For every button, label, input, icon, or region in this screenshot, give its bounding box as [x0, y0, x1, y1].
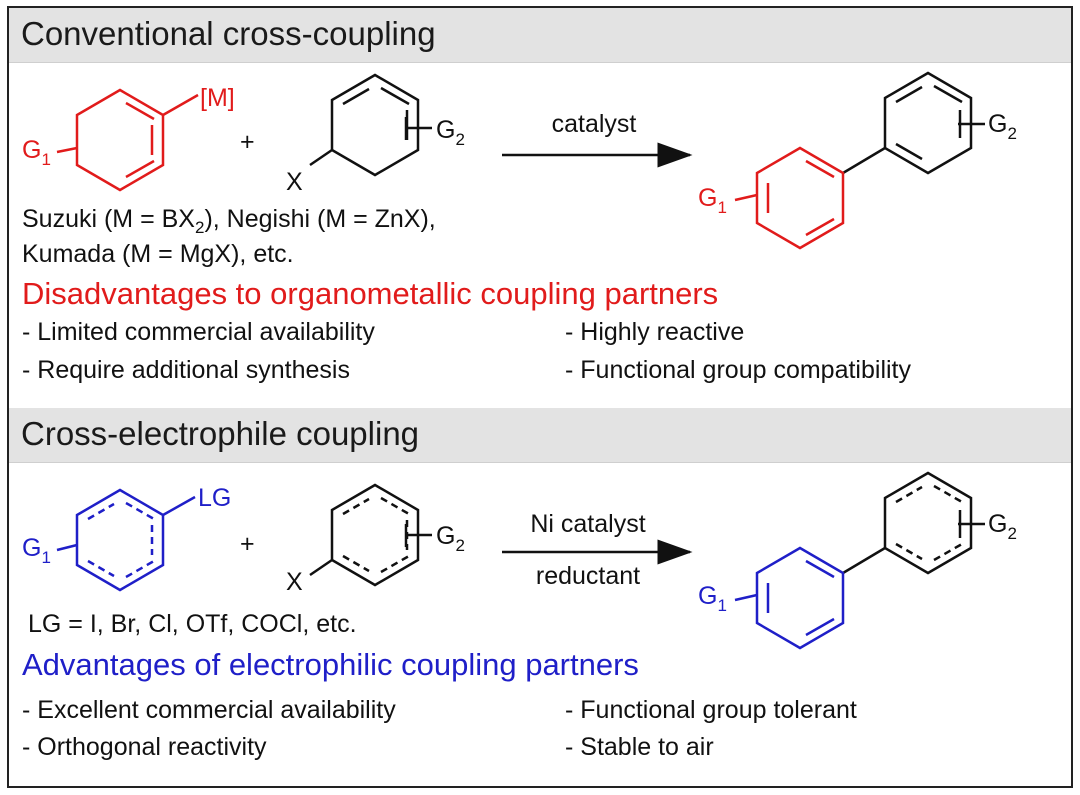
- x-bond: [309, 148, 333, 167]
- section-header-cross-electrophile: Cross-electrophile coupling: [9, 408, 1071, 463]
- product-g1-label: G1: [698, 184, 727, 217]
- aryl-halide-partner-2: [309, 483, 432, 587]
- lg-label: LG: [198, 484, 231, 512]
- g1-label: G1: [22, 136, 51, 169]
- aryl-metal-reagent: [56, 88, 199, 192]
- lg-bond: [162, 495, 196, 517]
- product-g2-label: G2: [988, 110, 1017, 143]
- g1-label-2: G1: [22, 534, 51, 567]
- plus-sign-2: +: [240, 530, 255, 558]
- product-g2-label-2: G2: [988, 510, 1017, 543]
- arrow-label-reductant: reductant: [536, 562, 640, 590]
- disadvantages-heading: Disadvantages to organometallic coupling…: [22, 276, 719, 311]
- metal-bond: [162, 93, 199, 117]
- metal-label: [M]: [200, 84, 235, 112]
- g2-label-2: G2: [436, 522, 465, 555]
- disadvantage-item: - Functional group compatibility: [565, 356, 911, 384]
- section-title-cross-electrophile: Cross-electrophile coupling: [21, 415, 420, 452]
- examples-line-2: Kumada (M = MgX), etc.: [22, 240, 294, 268]
- g1-bond-2: [56, 543, 78, 552]
- figure-frame: [7, 6, 1073, 788]
- g1-bond: [56, 146, 78, 154]
- biaryl-product-cross-electrophile: [734, 471, 985, 650]
- examples-line-1: Suzuki (M = BX2), Negishi (M = ZnX),: [22, 205, 436, 237]
- disadvantage-item: - Require additional synthesis: [22, 356, 350, 384]
- disadvantage-item: - Limited commercial availability: [22, 318, 375, 346]
- advantage-item: - Functional group tolerant: [565, 696, 857, 724]
- product-g1-label-2: G1: [698, 582, 727, 615]
- biaryl-product-conventional: [734, 71, 985, 250]
- lg-examples-line: LG = I, Br, Cl, OTf, COCl, etc.: [28, 610, 357, 638]
- section-header-conventional: Conventional cross-coupling: [9, 8, 1071, 63]
- aryl-electrophile-reagent: [56, 488, 196, 592]
- g2-label: G2: [436, 116, 465, 149]
- x-label: X: [286, 168, 303, 196]
- advantage-item: - Orthogonal reactivity: [22, 733, 267, 761]
- arrow-label-ni-catalyst: Ni catalyst: [530, 510, 645, 538]
- arrow-label-catalyst: catalyst: [552, 110, 637, 138]
- x-label-2: X: [286, 568, 303, 596]
- x-bond-2: [309, 558, 333, 577]
- advantages-heading: Advantages of electrophilic coupling par…: [22, 647, 639, 682]
- disadvantage-item: - Highly reactive: [565, 318, 745, 346]
- plus-sign: +: [240, 128, 255, 156]
- section-title-conventional: Conventional cross-coupling: [21, 15, 436, 52]
- advantage-item: - Excellent commercial availability: [22, 696, 396, 724]
- aryl-halide-partner: [309, 73, 432, 177]
- advantage-item: - Stable to air: [565, 733, 714, 761]
